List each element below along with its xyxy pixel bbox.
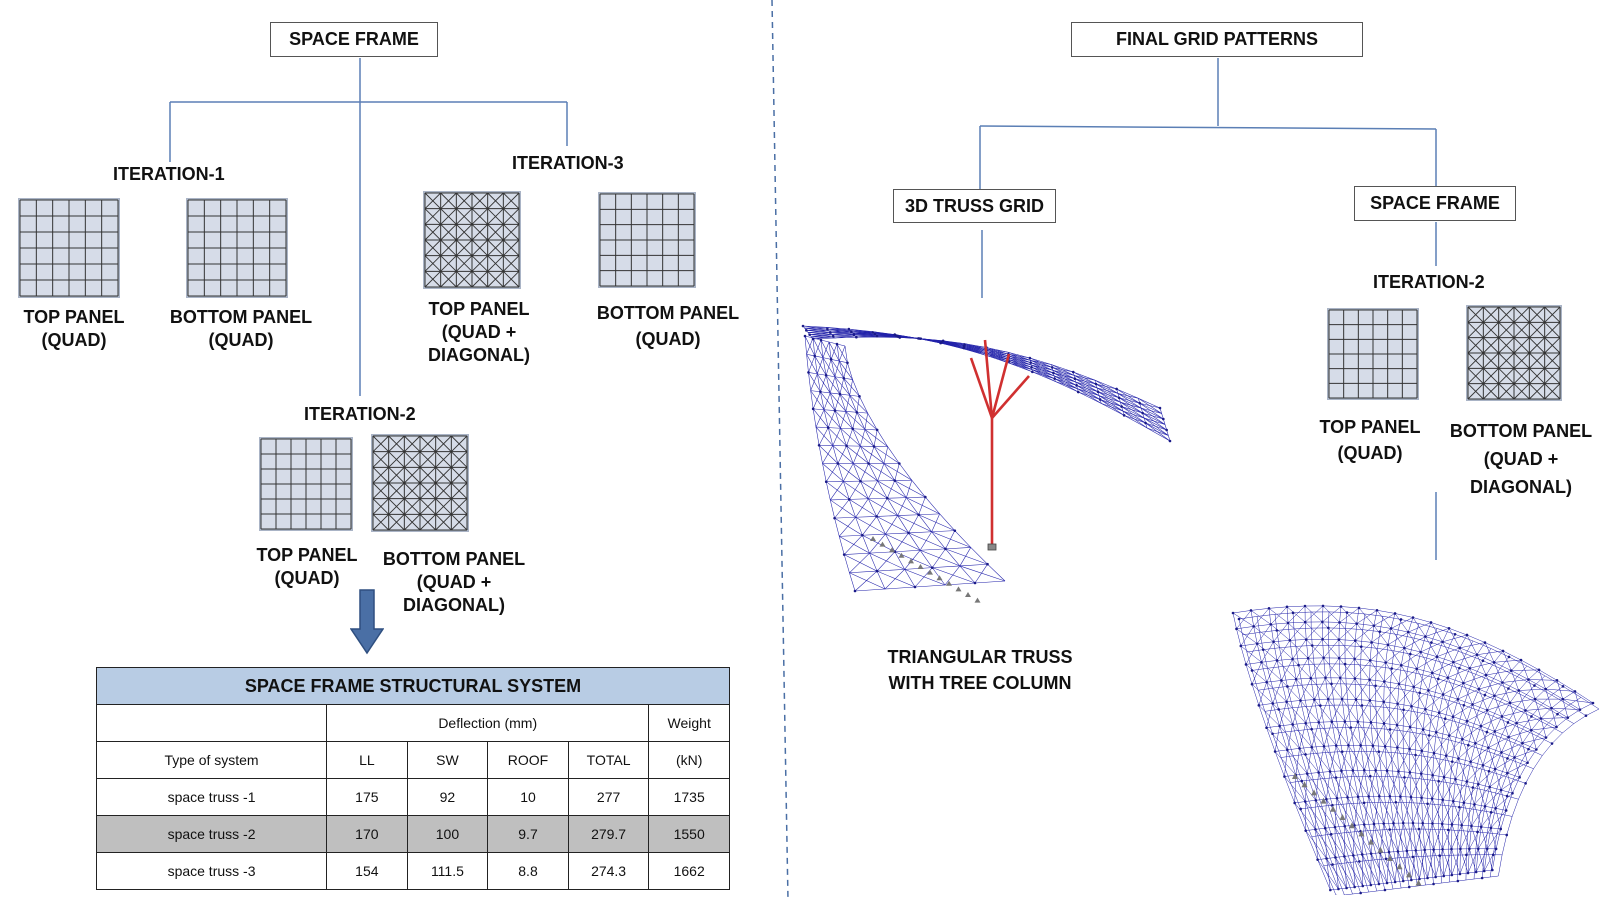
iteration-1-top-panel-quad-grid (18, 198, 120, 298)
right-top-panel-quad-grid (1327, 308, 1419, 400)
row-name: space truss -2 (95, 815, 328, 853)
cell-roof: 9.7 (487, 815, 569, 853)
cell-total: 277 (567, 778, 650, 816)
row-name: space truss -1 (95, 778, 328, 816)
cell-ll: 175 (326, 778, 408, 816)
cell-roof: 8.8 (487, 852, 569, 890)
table-row: space truss -3 154 111.5 8.8 274.3 1662 (95, 852, 730, 890)
deflection-header: Deflection (mm) (326, 704, 650, 742)
table-row: space truss -2 170 100 9.7 279.7 1550 (95, 815, 730, 853)
iteration-1-title: ITERATION-1 (113, 164, 225, 184)
cell-weight: 1550 (648, 815, 730, 853)
ll-header: LL (326, 741, 408, 779)
sw-header: SW (406, 741, 489, 779)
cell-total: 279.7 (567, 815, 650, 853)
structural-system-table: SPACE FRAME STRUCTURAL SYSTEM Deflection… (95, 667, 730, 890)
right-bottom-panel-label: BOTTOM PANEL (QUAD + DIAGONAL) (1449, 421, 1593, 497)
cell-sw: 92 (406, 778, 489, 816)
space-frame-root-box: SPACE FRAME (270, 22, 438, 57)
triangular-truss-caption: TRIANGULAR TRUSS WITH TREE COLUMN (887, 647, 1073, 693)
weight-unit-header: (kN) (648, 741, 730, 779)
space-frame-box: SPACE FRAME (1354, 186, 1516, 221)
tree-column (969, 339, 1030, 546)
iteration-3-bottom-panel-quad-grid (598, 192, 696, 288)
right-top-panel-label: TOP PANEL (QUAD) (1319, 417, 1421, 463)
section-divider (771, 0, 789, 900)
3d-truss-grid-box: 3D TRUSS GRID (893, 189, 1056, 223)
right-iteration-2-title: ITERATION-2 (1373, 272, 1485, 292)
right-bottom-panel-diagonal-grid (1466, 305, 1562, 401)
roof-header: ROOF (487, 741, 569, 779)
cell-total: 274.3 (567, 852, 650, 890)
row-name: space truss -3 (95, 852, 328, 890)
table-title: SPACE FRAME STRUCTURAL SYSTEM (96, 667, 730, 705)
iteration-1-bottom-panel-quad-grid (186, 198, 288, 298)
iteration-2-top-panel-label: TOP PANEL (QUAD) (256, 545, 358, 588)
cell-weight: 1735 (648, 778, 730, 816)
iteration-1-top-panel-label: TOP PANEL (QUAD) (23, 307, 125, 350)
total-header: TOTAL (567, 741, 650, 779)
down-arrow-icon (350, 589, 384, 655)
right-tree-connectors (979, 58, 1437, 560)
table-empty-cell (95, 704, 328, 742)
cell-sw: 100 (406, 815, 489, 853)
cell-roof: 10 (487, 778, 569, 816)
triangular-truss-3d-model (801, 324, 1172, 603)
iteration-2-top-panel-quad-grid (259, 437, 353, 531)
iteration-2-bottom-panel-diagonal-grid (371, 434, 469, 532)
iteration-3-title: ITERATION-3 (512, 153, 624, 173)
cell-ll: 170 (326, 815, 408, 853)
final-grid-patterns-box: FINAL GRID PATTERNS (1071, 22, 1363, 57)
cell-ll: 154 (326, 852, 408, 890)
table-row: space truss -1 175 92 10 277 1735 (95, 778, 730, 816)
left-tree-connectors (169, 58, 568, 396)
space-frame-3d-model (1231, 604, 1600, 895)
iteration-3-top-panel-label: TOP PANEL (QUAD + DIAGONAL) (428, 299, 530, 365)
iteration-3-bottom-panel-label: BOTTOM PANEL (QUAD) (596, 303, 740, 349)
iteration-2-title: ITERATION-2 (304, 404, 416, 424)
cell-weight: 1662 (648, 852, 730, 890)
weight-header: Weight (648, 704, 730, 742)
cell-sw: 111.5 (406, 852, 489, 890)
iteration-1-bottom-panel-label: BOTTOM PANEL (QUAD) (169, 307, 313, 350)
iteration-2-bottom-panel-label: BOTTOM PANEL (QUAD + DIAGONAL) (382, 549, 526, 615)
type-header: Type of system (95, 741, 328, 779)
iteration-3-top-panel-diagonal-grid (423, 191, 521, 289)
